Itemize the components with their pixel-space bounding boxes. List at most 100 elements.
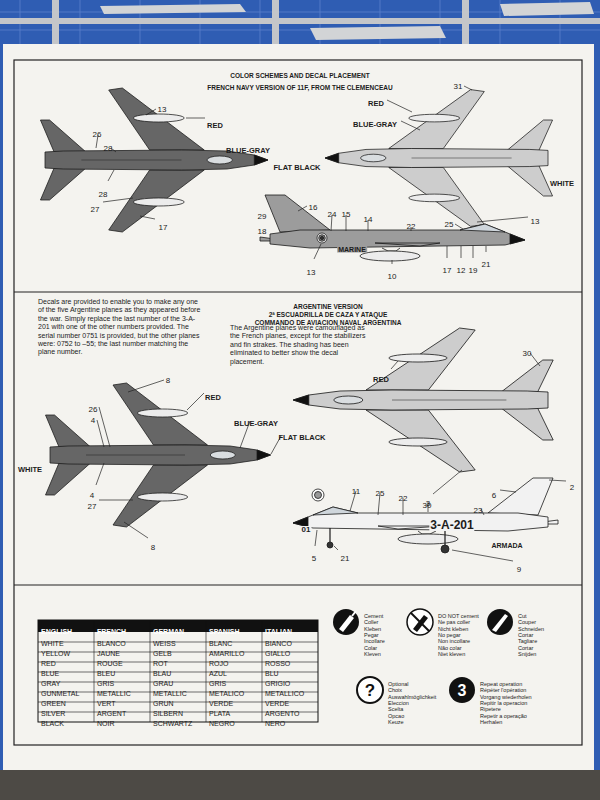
argentine-top-view: [46, 383, 271, 527]
callout-number: 23: [473, 506, 484, 515]
table-cell: METALLIC: [153, 689, 187, 699]
nose-gear: [329, 528, 330, 542]
table-cell: BLANC: [209, 639, 232, 649]
sprue: [52, 0, 59, 44]
note-text: The Argentine planes were camouflaged as…: [230, 324, 370, 366]
color-callout: RED: [373, 376, 389, 385]
mat-grid: [0, 0, 600, 44]
section-heading: ARGENTINE VERSION: [293, 303, 362, 310]
icon-caption: Repeat operation: [480, 681, 522, 687]
color-callout: WHITE: [18, 466, 42, 475]
callout-number: 21: [481, 260, 492, 269]
callout-number: 17: [442, 266, 453, 275]
table-header-cell: SPANISH: [209, 626, 240, 638]
callout-number: 31: [453, 82, 464, 91]
table-cell: SCHWARTZ: [153, 719, 192, 729]
icon-caption: Scelta: [388, 706, 403, 712]
callout-number: 22: [406, 222, 417, 231]
table-cell: METALLICO: [265, 689, 304, 699]
table-cell: ROJO: [209, 659, 228, 669]
callout-number: 8: [150, 543, 156, 552]
callout-number: 18: [257, 227, 268, 236]
repeat-icon: [449, 677, 475, 703]
icon-glyph: ?: [365, 682, 375, 699]
icon-caption: Kleven: [364, 651, 381, 657]
kit-part: [310, 26, 446, 40]
callout-number: 4: [90, 416, 96, 425]
callout-number: 26: [88, 405, 99, 414]
sheet-frame: [14, 60, 582, 745]
callout-number: 29: [257, 212, 268, 221]
callout-number: 8: [165, 376, 171, 385]
table-header-cell: ENGLISH: [41, 626, 72, 638]
cement-icon: [333, 609, 359, 635]
callout-number: 12: [456, 266, 467, 275]
table-cell: WEISS: [153, 639, 176, 649]
callout-number: 10: [387, 272, 398, 281]
table-cell: GRAY: [41, 679, 60, 689]
aircraft-marking: ARMADA: [490, 542, 523, 549]
color-table-grid: [38, 620, 318, 722]
section-divider: [14, 292, 582, 585]
icon-caption: Cortar: [518, 645, 533, 651]
icon-caption: Incollare: [364, 638, 385, 644]
table-cell: WHITE: [41, 639, 64, 649]
icon-caption: Nicht kleben: [438, 626, 468, 632]
icon-caption: No pegar: [438, 632, 461, 638]
icon-caption: Snijden: [518, 651, 536, 657]
callout-number: 9: [516, 565, 522, 574]
callout-number: 3: [425, 499, 431, 508]
leader-line: [315, 480, 566, 561]
table-cell: ROT: [153, 659, 168, 669]
leader-line: [298, 206, 486, 264]
table-cell: BLU: [265, 669, 279, 679]
french-top-view: [40, 88, 268, 232]
table-rule: [38, 620, 318, 722]
page-title: COLOR SCHEMES AND DECAL PLACEMENT: [230, 72, 369, 79]
naval-insignia: [312, 489, 324, 501]
icon-caption: Cortar: [518, 632, 533, 638]
leader-line: [387, 86, 528, 222]
color-callout: RED: [368, 100, 384, 109]
callout-number: 28: [98, 190, 109, 199]
callout-number: 25: [444, 220, 455, 229]
prohibit-slash: [411, 613, 429, 631]
callout-number: 13: [157, 105, 168, 114]
table-cell: JAUNE: [97, 649, 120, 659]
table-header-cell: FRENCH: [97, 626, 126, 638]
table-cell: NEGRO: [209, 719, 235, 729]
icon-caption: Repitir la operacion: [480, 700, 527, 706]
table-cell: BLUE: [41, 669, 59, 679]
callout-number: 28: [103, 144, 114, 153]
callout-number: 4: [89, 491, 95, 500]
table-cell: PLATA: [209, 709, 230, 719]
callout-number: 22: [398, 494, 409, 503]
callout-number: 25: [375, 489, 386, 498]
icon-caption: Non incollare: [438, 638, 470, 644]
table-cell: BLEU: [97, 669, 115, 679]
callout-number: 24: [327, 210, 338, 219]
section-heading: FRENCH NAVY VERSION OF 11F, FROM THE CLE…: [207, 84, 392, 91]
table-cell: RED: [41, 659, 56, 669]
leader-line: [96, 380, 281, 538]
icon-caption: Cement: [364, 613, 383, 619]
sprue: [272, 0, 279, 44]
paper-sheet: [3, 44, 594, 770]
table-cell: GIALLO: [265, 649, 290, 659]
table-cell: GRUN: [153, 699, 174, 709]
table-cell: VERDE: [209, 699, 233, 709]
callout-number: 6: [491, 491, 497, 500]
frame-border: [14, 60, 582, 745]
color-callout: BLUE-GRAY: [226, 147, 270, 156]
icon-caption: Niet kleven: [438, 651, 465, 657]
callout-number: 13: [306, 268, 317, 277]
icon-caption: Optional: [388, 681, 409, 687]
table-cell: GREEN: [41, 699, 66, 709]
table-cell: GELB: [153, 649, 172, 659]
section-heading: 2ª ESCUADRILLA DE CAZA Y ATAQUE: [269, 311, 388, 318]
callout-number: 2: [569, 483, 575, 492]
roundel: [317, 233, 327, 243]
